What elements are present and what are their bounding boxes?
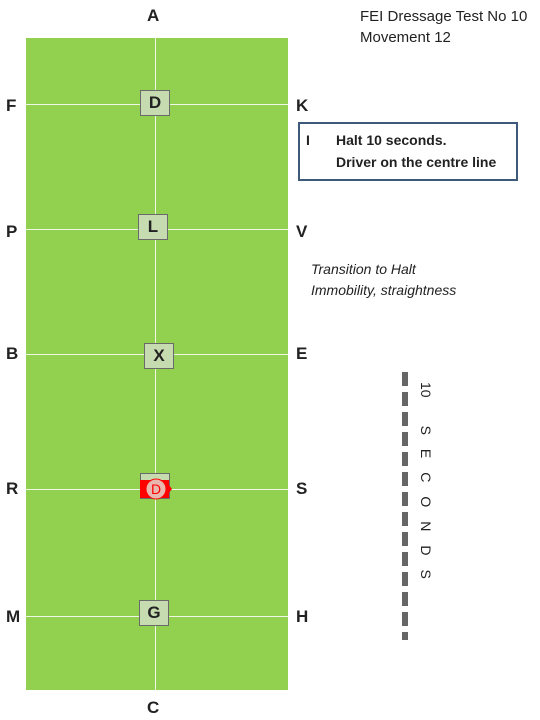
instruction-line-1: Halt 10 seconds. bbox=[336, 132, 447, 148]
test-title: FEI Dressage Test No 10 bbox=[360, 8, 528, 25]
arena-letter-s: S bbox=[296, 479, 308, 498]
instruction-letter: I bbox=[306, 132, 310, 148]
arena-letter-c: C bbox=[147, 698, 160, 717]
timer-dashed-bar bbox=[402, 372, 408, 640]
driver-icon: D bbox=[139, 474, 173, 504]
marker-x: X bbox=[144, 343, 174, 369]
marker-l: L bbox=[138, 214, 168, 240]
marker-g: G bbox=[139, 600, 169, 626]
arena-letter-e: E bbox=[296, 344, 308, 363]
driver-label: D bbox=[151, 481, 161, 497]
arena-letter-m: M bbox=[6, 607, 21, 626]
instruction-box: I Halt 10 seconds. Driver on the centre … bbox=[298, 122, 518, 181]
timer-number: 10 bbox=[418, 382, 434, 398]
test-title-block: FEI Dressage Test No 10 Movement 12 bbox=[360, 6, 527, 48]
arena-letter-h: H bbox=[296, 607, 309, 626]
movement-number: Movement 12 bbox=[360, 29, 451, 46]
arena-letter-f: F bbox=[6, 96, 17, 115]
movement-note: Transition to Halt Immobility, straightn… bbox=[311, 259, 456, 301]
arena-letter-b: B bbox=[6, 344, 19, 363]
arena-letter-a: A bbox=[147, 6, 160, 25]
note-line-1: Transition to Halt bbox=[311, 261, 416, 277]
arena-letter-r: R bbox=[6, 479, 19, 498]
timer-word: SECONDS bbox=[418, 425, 434, 593]
arena-letter-v: V bbox=[296, 222, 308, 241]
instruction-line-2: Driver on the centre line bbox=[336, 154, 497, 170]
arena-letter-p: P bbox=[6, 222, 18, 241]
arena-letter-k: K bbox=[296, 96, 309, 115]
marker-d: D bbox=[140, 90, 170, 116]
note-line-2: Immobility, straightness bbox=[311, 282, 457, 298]
timer-label: 10SECONDS bbox=[418, 382, 434, 593]
